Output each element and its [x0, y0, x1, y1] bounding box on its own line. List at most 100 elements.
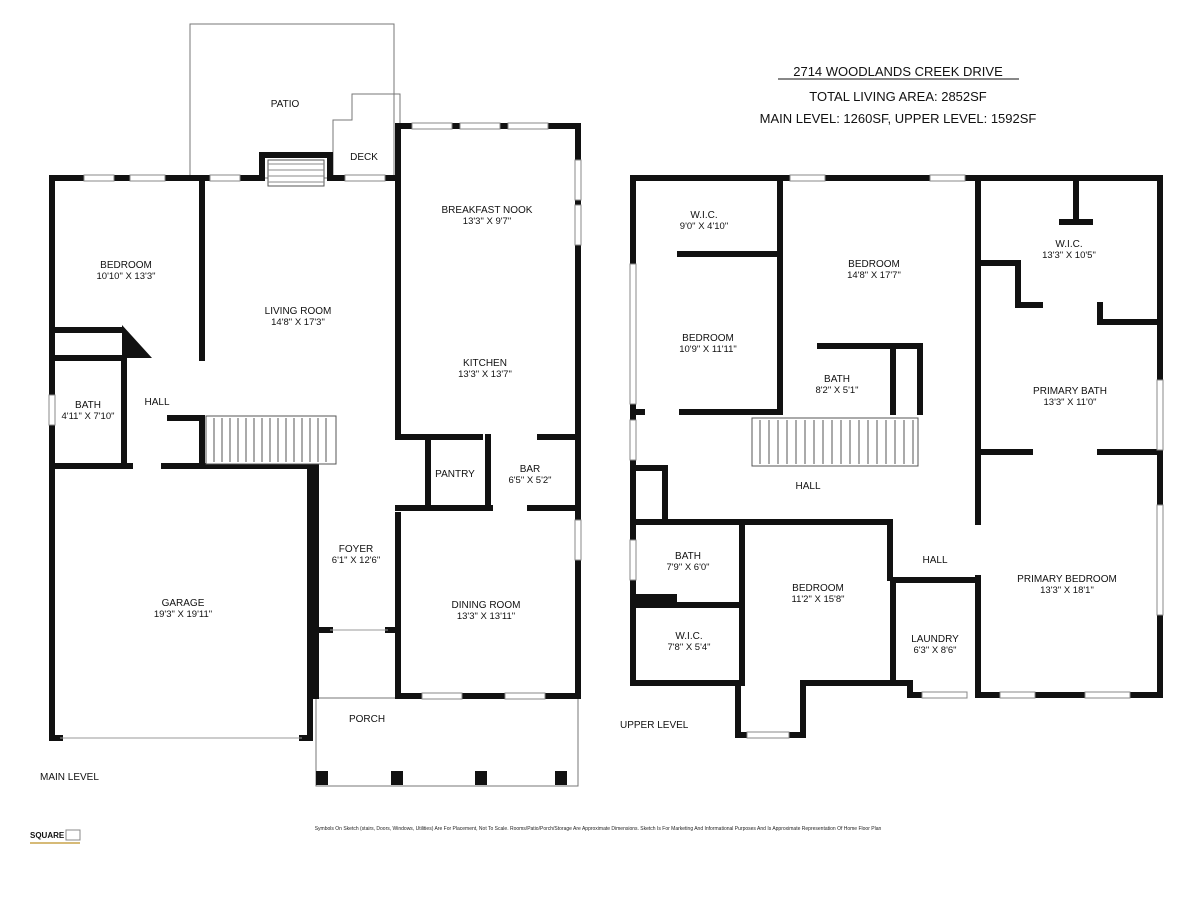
room-label-kitchen: KITCHEN [463, 358, 507, 369]
room-label-bar: BAR [520, 464, 541, 475]
room-label-primary-bath: PRIMARY BATH [1033, 386, 1107, 397]
window [459, 122, 501, 130]
porch-column [391, 771, 403, 785]
bath-wall [817, 343, 923, 415]
room-dims-bedroom-3: 11'2" X 15'8" [792, 594, 845, 605]
porch-column [316, 771, 328, 785]
room-label-patio: PATIO [271, 99, 300, 110]
room-label-primary-bedroom: PRIMARY BEDROOM [1017, 574, 1117, 585]
window [921, 691, 968, 699]
main-staircase [205, 415, 337, 465]
room-label-bedroom-2: BEDROOM [682, 333, 734, 344]
room-dims-garage: 19'3" X 19'11" [154, 609, 212, 620]
window [574, 159, 582, 201]
room-label-bath-2: BATH [675, 551, 701, 562]
room-dims-kitchen: 13'3" X 13'7" [458, 369, 512, 380]
window [344, 174, 386, 182]
room-dims-primary-bedroom: 13'3" X 18'1" [1040, 585, 1094, 596]
window [421, 692, 463, 700]
room-label-porch: PORCH [349, 714, 385, 725]
brand-logo-mark [65, 829, 81, 841]
room-dims-laundry: 6'3" X 8'6" [913, 645, 956, 656]
room-label-garage: GARAGE [162, 598, 205, 609]
room-dims-bedroom-2: 10'9" X 11'11" [679, 344, 737, 355]
room-dims-living-room: 14'8" X 17'3" [271, 317, 325, 328]
window [629, 539, 637, 581]
disclaimer-text: Symbols On Sketch (stairs, Doors, Window… [315, 826, 882, 832]
room-label-wic-2: W.I.C. [1055, 239, 1082, 250]
closet-corner [122, 325, 152, 358]
room-dims-breakfast-nook: 13'3" X 9'7" [463, 216, 511, 227]
level-label-upper: UPPER LEVEL [620, 720, 689, 731]
window [1084, 691, 1131, 699]
plan-header: 2714 WOODLANDS CREEK DRIVE TOTAL LIVING … [760, 64, 1037, 126]
window [999, 691, 1036, 699]
room-label-dining-room: DINING ROOM [452, 600, 521, 611]
room-label-hall-1: HALL [795, 481, 820, 492]
room-label-breakfast-nook: BREAKFAST NOOK [442, 205, 533, 216]
porch-outline [315, 697, 579, 787]
room-label-pantry: PANTRY [435, 469, 475, 480]
upper-staircase [751, 417, 919, 467]
room-label-deck: DECK [350, 152, 378, 163]
room-dims-wic-2: 13'3" X 10'5" [1042, 250, 1096, 261]
room-label-living-room: LIVING ROOM [265, 306, 332, 317]
room-dims-wic-1: 9'0" X 4'10" [680, 221, 728, 232]
brand-logo: SQUARE [30, 831, 65, 840]
window [929, 174, 966, 182]
room-label-wic-3: W.I.C. [675, 631, 702, 642]
room-label-wic-1: W.I.C. [690, 210, 717, 221]
wic-wall [978, 260, 1043, 308]
room-label-foyer: FOYER [339, 544, 373, 555]
window [83, 174, 115, 182]
address-title: 2714 WOODLANDS CREEK DRIVE [793, 64, 1003, 79]
deck-outline [332, 93, 401, 179]
window [129, 174, 166, 182]
interior-wall [167, 415, 205, 469]
window [48, 394, 56, 426]
room-dims-bath: 4'11" X 7'10" [62, 411, 115, 422]
window [789, 174, 826, 182]
interior-wall [630, 465, 668, 525]
window [504, 692, 546, 700]
window [209, 174, 241, 182]
window [629, 419, 637, 461]
room-dims-wic-3: 7'8" X 5'4" [667, 642, 710, 653]
window [746, 731, 790, 739]
room-dims-foyer: 6'1" X 12'6" [332, 555, 380, 566]
level-label-main: MAIN LEVEL [40, 772, 99, 783]
window [507, 122, 549, 130]
room-dims-dining-room: 13'3" X 13'11" [457, 611, 515, 622]
window [574, 519, 582, 561]
room-label-bedroom-1: BEDROOM [848, 259, 900, 270]
room-label-laundry: LAUNDRY [911, 634, 959, 645]
wic-wall [1097, 302, 1163, 325]
room-dims-bedroom: 10'10" X 13'3" [97, 271, 156, 282]
room-dims-primary-bath: 13'3" X 11'0" [1044, 397, 1097, 408]
window [411, 122, 453, 130]
room-label-hall-2: HALL [922, 555, 947, 566]
plan-footer: SQUARE Symbols On Sketch (stairs, Doors,… [30, 826, 882, 844]
linen-closet [635, 594, 677, 608]
room-label-bath-1: BATH [824, 374, 850, 385]
porch-column [475, 771, 487, 785]
room-label-bedroom-3: BEDROOM [792, 583, 844, 594]
room-dims-bar: 6'5" X 5'2" [508, 475, 551, 486]
level-areas: MAIN LEVEL: 1260SF, UPPER LEVEL: 1592SF [760, 111, 1037, 126]
window [1156, 379, 1164, 451]
room-label-hall: HALL [144, 397, 169, 408]
window [629, 263, 637, 405]
room-dims-bath-1: 8'2" X 5'1" [815, 385, 858, 396]
upper-level-plan: W.I.C. 9'0" X 4'10" BEDROOM 14'8" X 17'7… [620, 174, 1164, 739]
window [574, 204, 582, 246]
porch-column [555, 771, 567, 785]
window [1156, 504, 1164, 616]
room-dims-bath-2: 7'9" X 6'0" [666, 562, 709, 573]
room-dims-bedroom-1: 14'8" X 17'7" [847, 270, 901, 281]
total-living-area: TOTAL LIVING AREA: 2852SF [809, 89, 987, 104]
exterior-wall [630, 175, 923, 738]
main-level-plan: PATIO DECK BEDROOM 10'10" X 13'3" LIVING… [40, 23, 582, 787]
room-label-bath: BATH [75, 400, 101, 411]
room-label-bedroom: BEDROOM [100, 260, 152, 271]
